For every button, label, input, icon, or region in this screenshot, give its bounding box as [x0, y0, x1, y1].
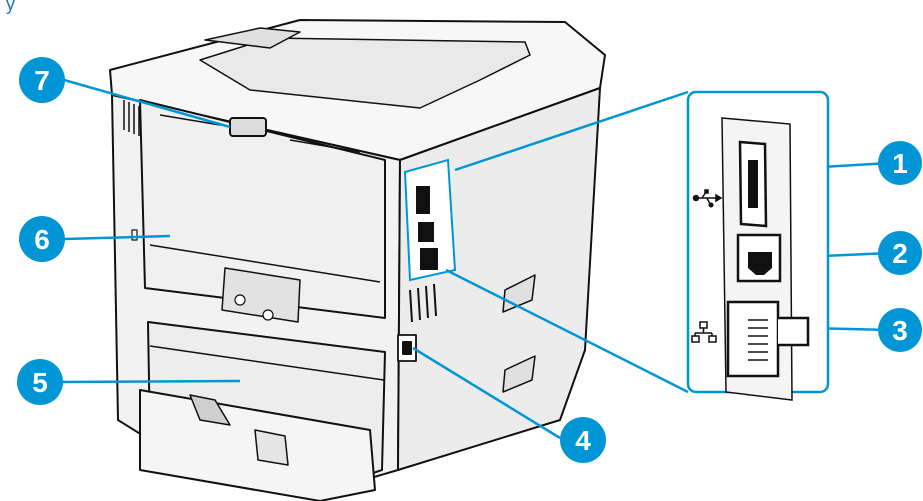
printer-port-block: [403, 158, 457, 282]
heading-fragment: y: [6, 0, 15, 14]
port-panel-zoom: [686, 90, 830, 401]
output-bin: [199, 37, 531, 109]
callout-badge-2: 2: [878, 231, 922, 275]
callout-badge-4: 4: [560, 417, 606, 463]
rear-vent: [409, 283, 437, 323]
callout-number: 6: [34, 224, 50, 255]
rear-door: [139, 99, 386, 319]
printer-body: [109, 19, 606, 501]
output-extension: [229, 117, 267, 137]
ethernet-port: [726, 300, 810, 378]
hi-speed-usb-port: [738, 140, 768, 228]
callout-number: 1: [892, 148, 908, 179]
callout-number: 2: [892, 238, 908, 269]
callout-badge-1: 1: [878, 141, 922, 185]
callout-badge-7: 7: [19, 57, 65, 103]
callout-badge-5: 5: [17, 359, 63, 405]
callout-number: 4: [575, 425, 591, 456]
usb-printing-port: [736, 233, 782, 283]
network-symbol-icon: [691, 321, 717, 343]
callout-number: 7: [34, 65, 50, 96]
callout-number: 3: [892, 315, 908, 346]
callout-badge-3: 3: [878, 308, 922, 352]
left-vent: [123, 100, 140, 136]
usb-symbol-icon: [692, 189, 723, 208]
callout-number: 5: [32, 367, 48, 398]
callout-badge-6: 6: [19, 216, 65, 262]
